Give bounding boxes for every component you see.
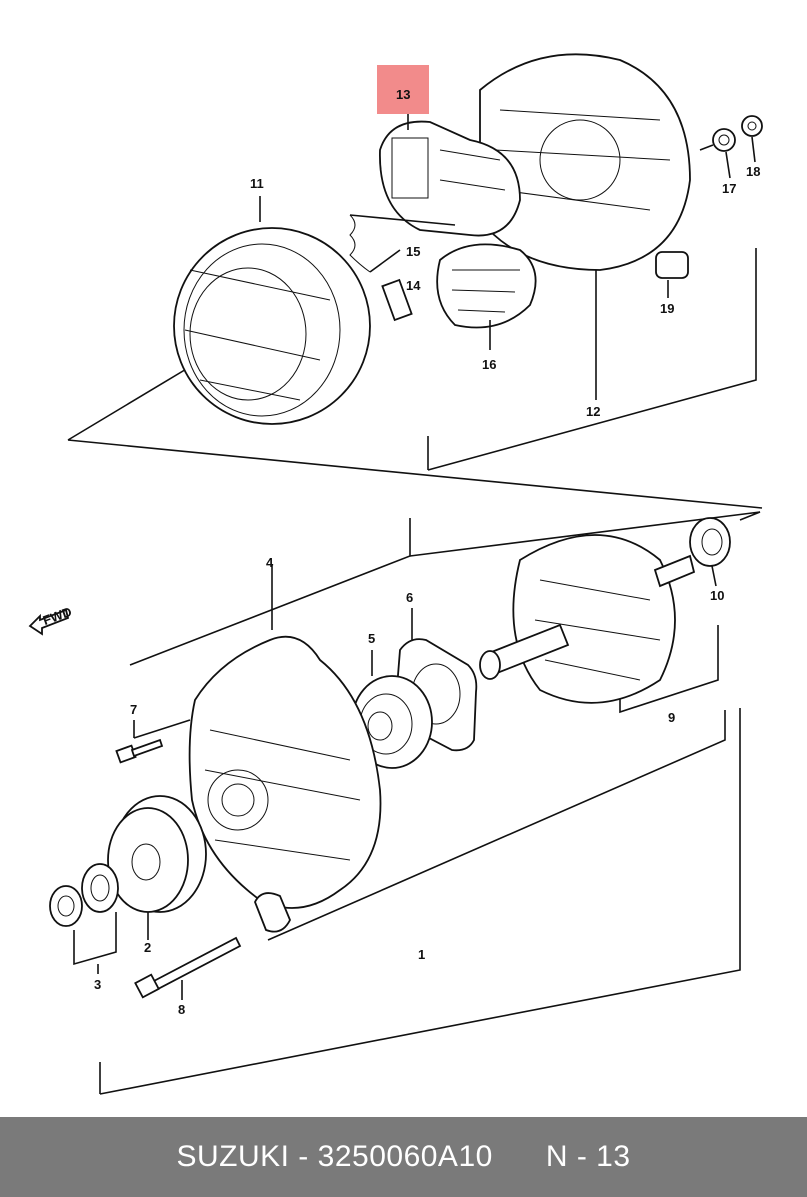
ref-number: 13 bbox=[596, 1140, 631, 1173]
small-parts-17-18-19 bbox=[655, 115, 763, 298]
callout-12: 12 bbox=[586, 404, 600, 419]
bolt-7-part bbox=[115, 719, 191, 764]
nut-washer-part bbox=[49, 863, 119, 974]
callout-2: 2 bbox=[144, 940, 151, 955]
callout-4: 4 bbox=[266, 555, 274, 570]
callout-13: 13 bbox=[396, 87, 410, 102]
callout-6: 6 bbox=[406, 590, 413, 605]
brush-holder-part bbox=[349, 214, 537, 350]
upper-bracket bbox=[67, 248, 763, 509]
fwd-arrow-icon: FWD bbox=[28, 604, 74, 636]
footer-separator-2: - bbox=[568, 1140, 597, 1173]
footer-gap bbox=[493, 1140, 546, 1174]
callout-18: 18 bbox=[746, 164, 760, 179]
pulley-part bbox=[107, 795, 207, 940]
through-bolt-part bbox=[134, 936, 242, 1000]
svg-text:FWD: FWD bbox=[41, 604, 74, 628]
brand-label: SUZUKI bbox=[176, 1140, 290, 1173]
callout-3: 3 bbox=[94, 977, 101, 992]
callout-16: 16 bbox=[482, 357, 496, 372]
rear-housing-part bbox=[479, 53, 691, 271]
callout-8: 8 bbox=[178, 1002, 185, 1017]
part-number: 3250060A10 bbox=[317, 1140, 493, 1173]
highlight-box bbox=[377, 65, 429, 114]
footer-bar: SUZUKI - 3250060A10 N - 13 bbox=[0, 1117, 807, 1197]
callout-5: 5 bbox=[368, 631, 375, 646]
footer-separator: - bbox=[289, 1140, 318, 1173]
rear-bearing-part bbox=[689, 517, 731, 587]
alternator-exploded-diagram: FWD 1 2 3 4 5 6 7 8 9 10 11 12 13 14 15 … bbox=[28, 53, 763, 1095]
callout-1: 1 bbox=[418, 947, 425, 962]
lower-bracket bbox=[99, 511, 761, 1095]
callout-11: 11 bbox=[250, 176, 264, 191]
callout-14: 14 bbox=[406, 278, 421, 293]
front-housing-part bbox=[188, 565, 382, 933]
callout-9: 9 bbox=[668, 710, 675, 725]
rotor-part bbox=[479, 534, 696, 704]
callout-15: 15 bbox=[406, 244, 420, 259]
ref-label: N bbox=[545, 1140, 568, 1173]
callout-10: 10 bbox=[710, 588, 724, 603]
callout-17: 17 bbox=[722, 181, 736, 196]
regulator-part bbox=[379, 114, 521, 237]
callout-7: 7 bbox=[130, 702, 137, 717]
stator-part bbox=[173, 196, 371, 425]
callout-19: 19 bbox=[660, 301, 674, 316]
